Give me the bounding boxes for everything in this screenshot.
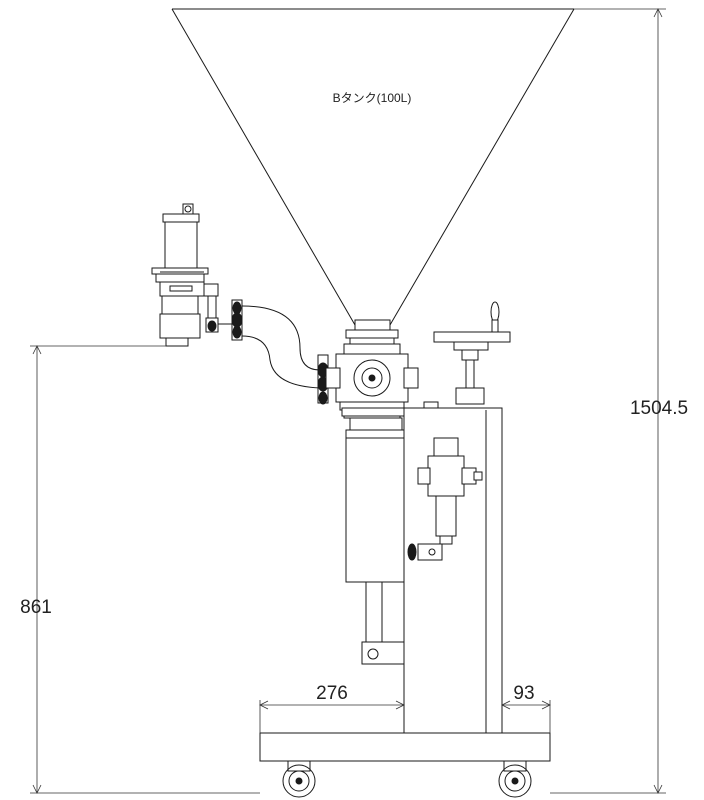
hoses	[241, 305, 329, 405]
dim-total-height	[550, 8, 666, 794]
dim-base-right-label: 93	[513, 683, 534, 704]
dim-side-height-label: 861	[20, 597, 52, 618]
dim-base-left	[259, 700, 405, 733]
dim-base-right	[501, 700, 551, 733]
dim-total-height-label: 1504.5	[630, 398, 688, 419]
left-filter-unit	[151, 203, 209, 347]
b-tank	[171, 8, 575, 345]
handwheel	[433, 301, 511, 405]
pump-head	[325, 343, 419, 419]
regulator	[407, 437, 483, 561]
cylinder	[345, 417, 405, 665]
dim-base-left-label: 276	[316, 683, 348, 704]
filter-valves	[203, 283, 243, 341]
dim-side-height	[30, 345, 260, 794]
tank-label: Bタンク(100L)	[333, 91, 412, 105]
base-and-casters	[259, 732, 551, 798]
